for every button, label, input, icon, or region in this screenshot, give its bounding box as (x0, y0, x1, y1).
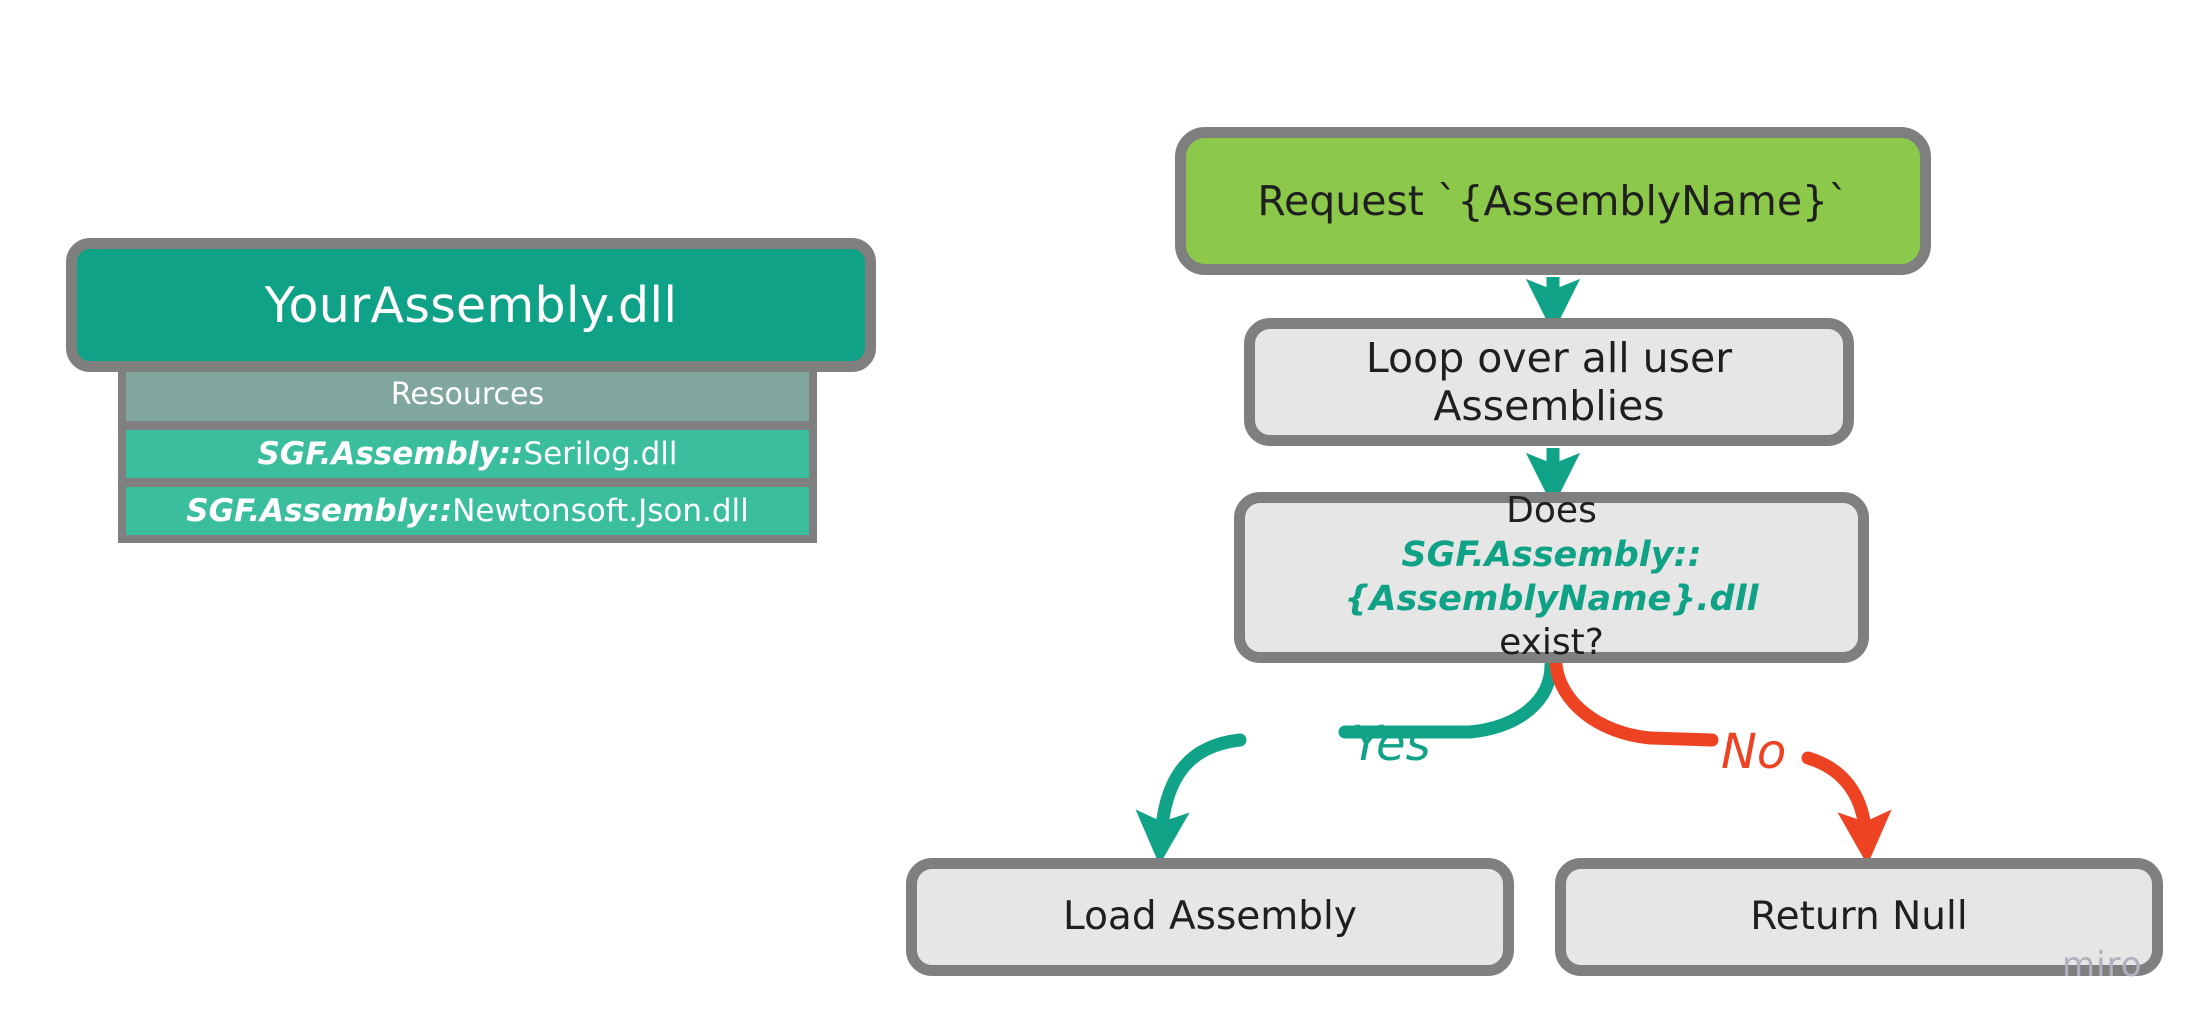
resource-name: Newtonsoft.Json.dll (452, 493, 749, 529)
flow-node-load-assembly-label: Load Assembly (1063, 893, 1357, 939)
resource-row-text: SGF.Assembly::Serilog.dll (257, 436, 677, 472)
edge-label-no: No (1721, 724, 1787, 780)
flow-node-load-assembly[interactable]: Load Assembly (906, 858, 1514, 976)
resources-header-label: Resources (390, 377, 545, 412)
decision-line-1: Does (1506, 490, 1597, 532)
table-row: SGF.Assembly::Serilog.dll (126, 430, 809, 478)
resource-prefix: SGF.Assembly:: (257, 436, 524, 472)
edge-decision-no (1549, 658, 1719, 747)
flow-node-decision-label: Does SGF.Assembly::{AssemblyName}.dll ex… (1245, 489, 1858, 665)
resource-prefix: SGF.Assembly:: (186, 493, 453, 529)
decision-line-2: SGF.Assembly::{AssemblyName}.dll (1344, 535, 1759, 619)
assembly-resources-table: Resources SGF.Assembly::Serilog.dll SGF.… (118, 360, 817, 543)
flow-node-loop[interactable]: Loop over all user Assemblies (1244, 318, 1854, 446)
resource-name: Serilog.dll (523, 436, 678, 472)
flow-node-request-label: Request `{AssemblyName}` (1257, 176, 1849, 225)
flow-node-loop-label: Loop over all user Assemblies (1365, 333, 1733, 430)
table-row: SGF.Assembly::Newtonsoft.Json.dll (126, 487, 809, 535)
edge-label-yes: Yes (1352, 716, 1431, 772)
resources-table-header: Resources (126, 368, 809, 421)
flow-node-decision[interactable]: Does SGF.Assembly::{AssemblyName}.dll ex… (1234, 489, 1869, 665)
edge-yes-to-load (1135, 733, 1247, 866)
resource-row-text: SGF.Assembly::Newtonsoft.Json.dll (186, 493, 748, 529)
edge-no-to-null (1801, 751, 1892, 866)
miro-watermark: miro (2062, 945, 2143, 985)
assembly-card-title-box: YourAssembly.dll (66, 238, 876, 372)
assembly-card-title: YourAssembly.dll (264, 276, 678, 334)
flow-node-return-null-label: Return Null (1750, 893, 1968, 939)
flow-node-request[interactable]: Request `{AssemblyName}` (1175, 127, 1931, 275)
flow-node-return-null[interactable]: Return Null (1555, 858, 2163, 976)
decision-line-3: exist? (1499, 621, 1604, 663)
